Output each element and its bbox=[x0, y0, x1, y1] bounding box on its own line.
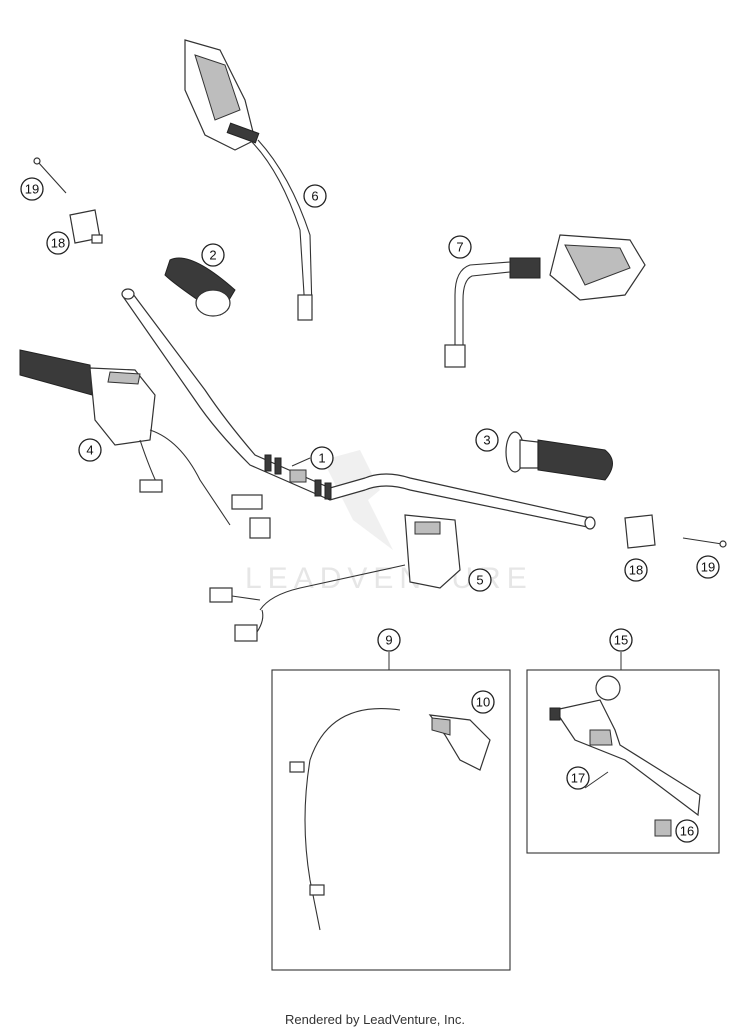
callout-5[interactable]: 5 bbox=[468, 568, 492, 592]
throttle-grip-2[interactable] bbox=[164, 257, 236, 317]
callout-3-label: 3 bbox=[483, 433, 490, 448]
right-switch-assembly[interactable] bbox=[209, 514, 461, 642]
callout-10[interactable]: 10 bbox=[471, 690, 495, 714]
clutch-cable[interactable] bbox=[304, 708, 401, 931]
callout-18-right[interactable]: 18 bbox=[624, 558, 648, 582]
callout-19-right-label: 19 bbox=[701, 560, 715, 575]
callout-16[interactable]: 16 bbox=[675, 819, 699, 843]
callout-6-label: 6 bbox=[311, 189, 318, 204]
bolt-left[interactable] bbox=[33, 157, 67, 194]
callout-9-label: 9 bbox=[385, 633, 392, 648]
callout-2-label: 2 bbox=[209, 248, 216, 263]
right-mirror[interactable] bbox=[444, 234, 646, 368]
callout-19-left-label: 19 bbox=[25, 182, 39, 197]
callout-19-right[interactable]: 19 bbox=[696, 555, 720, 579]
cable-adjuster[interactable] bbox=[428, 714, 491, 771]
clutch-lever[interactable] bbox=[549, 675, 701, 817]
callout-2[interactable]: 2 bbox=[201, 243, 225, 267]
callout-1[interactable]: 1 bbox=[310, 446, 334, 470]
handlebar[interactable] bbox=[121, 288, 596, 530]
bolt-right[interactable] bbox=[682, 537, 727, 548]
callout-3[interactable]: 3 bbox=[475, 428, 499, 452]
cable-box bbox=[271, 669, 511, 971]
callout-17-label: 17 bbox=[571, 771, 585, 786]
footer-credit: Rendered by LeadVenture, Inc. bbox=[285, 1012, 465, 1027]
lever-switch[interactable] bbox=[654, 819, 672, 837]
bar-end-right[interactable] bbox=[624, 514, 656, 549]
grip-3[interactable] bbox=[505, 431, 613, 481]
callout-16-label: 16 bbox=[680, 824, 694, 839]
callout-18-right-label: 18 bbox=[629, 563, 643, 578]
bar-end-left[interactable] bbox=[69, 209, 103, 244]
callout-18-left-label: 18 bbox=[51, 236, 65, 251]
left-mirror[interactable] bbox=[184, 39, 313, 321]
clutch-lever-group bbox=[526, 669, 720, 854]
callout-9[interactable]: 9 bbox=[377, 628, 401, 652]
callout-19-left[interactable]: 19 bbox=[20, 177, 44, 201]
left-switch-assembly[interactable] bbox=[19, 349, 271, 539]
callout-4[interactable]: 4 bbox=[78, 438, 102, 462]
callout-1-label: 1 bbox=[318, 451, 325, 466]
leaders bbox=[291, 457, 622, 789]
callout-18-left[interactable]: 18 bbox=[46, 231, 70, 255]
callout-7-label: 7 bbox=[456, 240, 463, 255]
callout-17[interactable]: 17 bbox=[566, 766, 590, 790]
callout-15[interactable]: 15 bbox=[609, 628, 633, 652]
callout-7[interactable]: 7 bbox=[448, 235, 472, 259]
callout-5-label: 5 bbox=[476, 573, 483, 588]
callout-6[interactable]: 6 bbox=[303, 184, 327, 208]
lever-box bbox=[526, 669, 720, 854]
callout-15-label: 15 bbox=[614, 633, 628, 648]
callout-10-label: 10 bbox=[476, 695, 490, 710]
callout-4-label: 4 bbox=[86, 443, 93, 458]
clutch-cable-group bbox=[271, 669, 511, 971]
